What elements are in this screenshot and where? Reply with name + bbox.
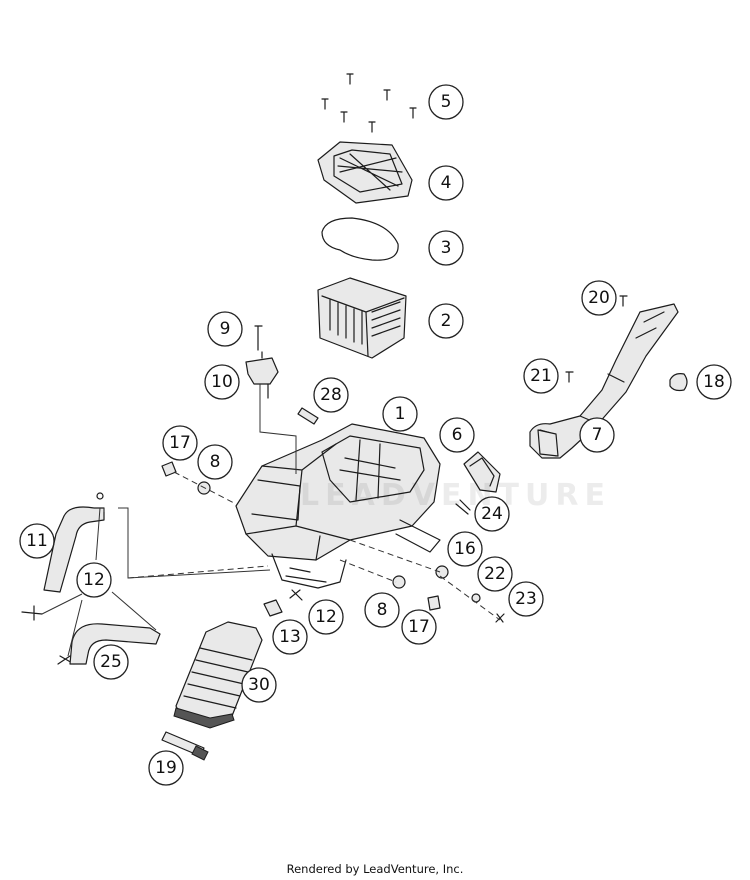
- callout-label: 12: [83, 570, 105, 590]
- callout-2: 2: [428, 303, 464, 339]
- callout-label: 21: [530, 366, 552, 386]
- callout-label: 2: [441, 311, 452, 331]
- callout-28: 28: [313, 377, 349, 413]
- screws-part-5: [321, 73, 417, 133]
- callout-10: 10: [204, 364, 240, 400]
- callout-label: 17: [408, 617, 430, 637]
- callout-label: 28: [320, 385, 342, 405]
- grommet-part-6: [463, 451, 501, 493]
- watermark: LEADVENTURE: [300, 478, 611, 513]
- callout-20: 20: [581, 280, 617, 316]
- callout-label: 1: [395, 404, 406, 424]
- callout-11: 11: [19, 523, 55, 559]
- callout-22: 22: [477, 556, 513, 592]
- callout-8-left: 8: [197, 444, 233, 480]
- callout-12-lower: 12: [308, 599, 344, 635]
- callout-17-lower: 17: [401, 609, 437, 645]
- bracket-part-10: [245, 351, 279, 399]
- callout-7: 7: [579, 417, 615, 453]
- hose-part-25: [69, 623, 161, 665]
- callout-30: 30: [241, 667, 277, 703]
- callout-label: 30: [248, 675, 270, 695]
- clip-part-28: [297, 407, 319, 425]
- connector-part-13: [263, 599, 283, 617]
- callout-8-lower: 8: [364, 592, 400, 628]
- callout-label: 25: [100, 652, 122, 672]
- callout-label: 18: [703, 372, 725, 392]
- intake-duct-part-7: [529, 303, 679, 459]
- bolt-washer-lower: [339, 559, 441, 611]
- callout-label: 8: [377, 600, 388, 620]
- callout-9: 9: [207, 311, 243, 347]
- callout-label: 3: [441, 238, 452, 258]
- callout-label: 6: [452, 425, 463, 445]
- air-filter-part-2: [317, 277, 407, 359]
- callout-label: 19: [155, 758, 177, 778]
- callout-12-left: 12: [76, 562, 112, 598]
- callout-label: 11: [26, 531, 48, 551]
- tube-part-19: [161, 731, 209, 761]
- airbox-housing-part-1: [235, 423, 441, 589]
- callout-label: 23: [515, 589, 537, 609]
- callout-4: 4: [428, 165, 464, 201]
- callout-24: 24: [474, 496, 510, 532]
- callout-21: 21: [523, 358, 559, 394]
- footer-credit: Rendered by LeadVenture, Inc.: [286, 862, 464, 876]
- callout-25: 25: [93, 644, 129, 680]
- callout-label: 16: [454, 539, 476, 559]
- callout-5: 5: [428, 84, 464, 120]
- callout-label: 22: [484, 564, 506, 584]
- callout-label: 5: [441, 92, 452, 112]
- hardware-duct: [565, 295, 688, 392]
- callout-label: 12: [315, 607, 337, 627]
- callout-label: 7: [592, 425, 603, 445]
- callout-label: 10: [211, 372, 233, 392]
- callout-label: 13: [279, 627, 301, 647]
- intake-boot-part-30: [173, 621, 263, 729]
- clamps-part-12: [21, 589, 303, 665]
- callout-3: 3: [428, 230, 464, 266]
- callout-23: 23: [508, 581, 544, 617]
- callout-13: 13: [272, 619, 308, 655]
- filter-cover-part-4: [317, 141, 413, 204]
- hose-part-11: [43, 492, 105, 593]
- callout-6: 6: [439, 417, 475, 453]
- leader-lines: [41, 384, 501, 657]
- callout-18: 18: [696, 364, 732, 400]
- seal-part-3: [321, 217, 399, 261]
- callout-label: 9: [220, 319, 231, 339]
- callout-label: 8: [210, 452, 221, 472]
- callout-label: 17: [169, 433, 191, 453]
- callout-17-left: 17: [162, 425, 198, 461]
- callout-label: 20: [588, 288, 610, 308]
- callout-19: 19: [148, 750, 184, 786]
- callout-16: 16: [447, 531, 483, 567]
- callout-label: 24: [481, 504, 503, 524]
- callout-label: 4: [441, 173, 452, 193]
- bolt-part-9: [254, 325, 263, 351]
- callout-1: 1: [382, 396, 418, 432]
- bolt-washer-left: [161, 461, 237, 505]
